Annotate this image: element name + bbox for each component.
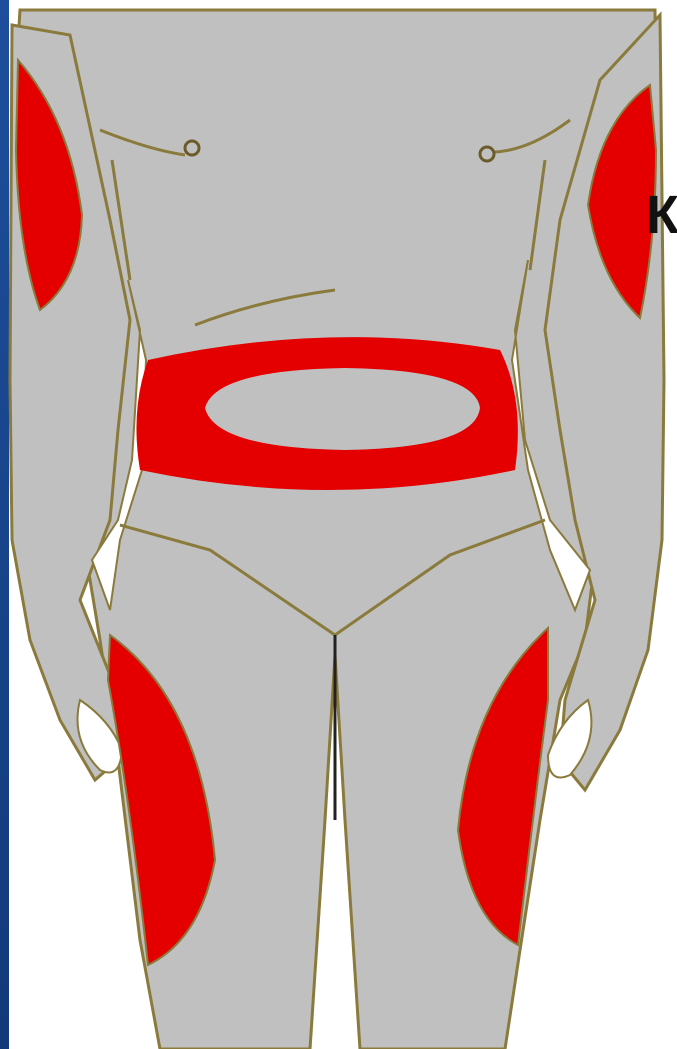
slide-right-panel <box>667 0 677 1049</box>
left-nipple <box>185 141 199 155</box>
slide-cut-text: К <box>646 188 677 242</box>
right-nipple <box>480 147 494 161</box>
